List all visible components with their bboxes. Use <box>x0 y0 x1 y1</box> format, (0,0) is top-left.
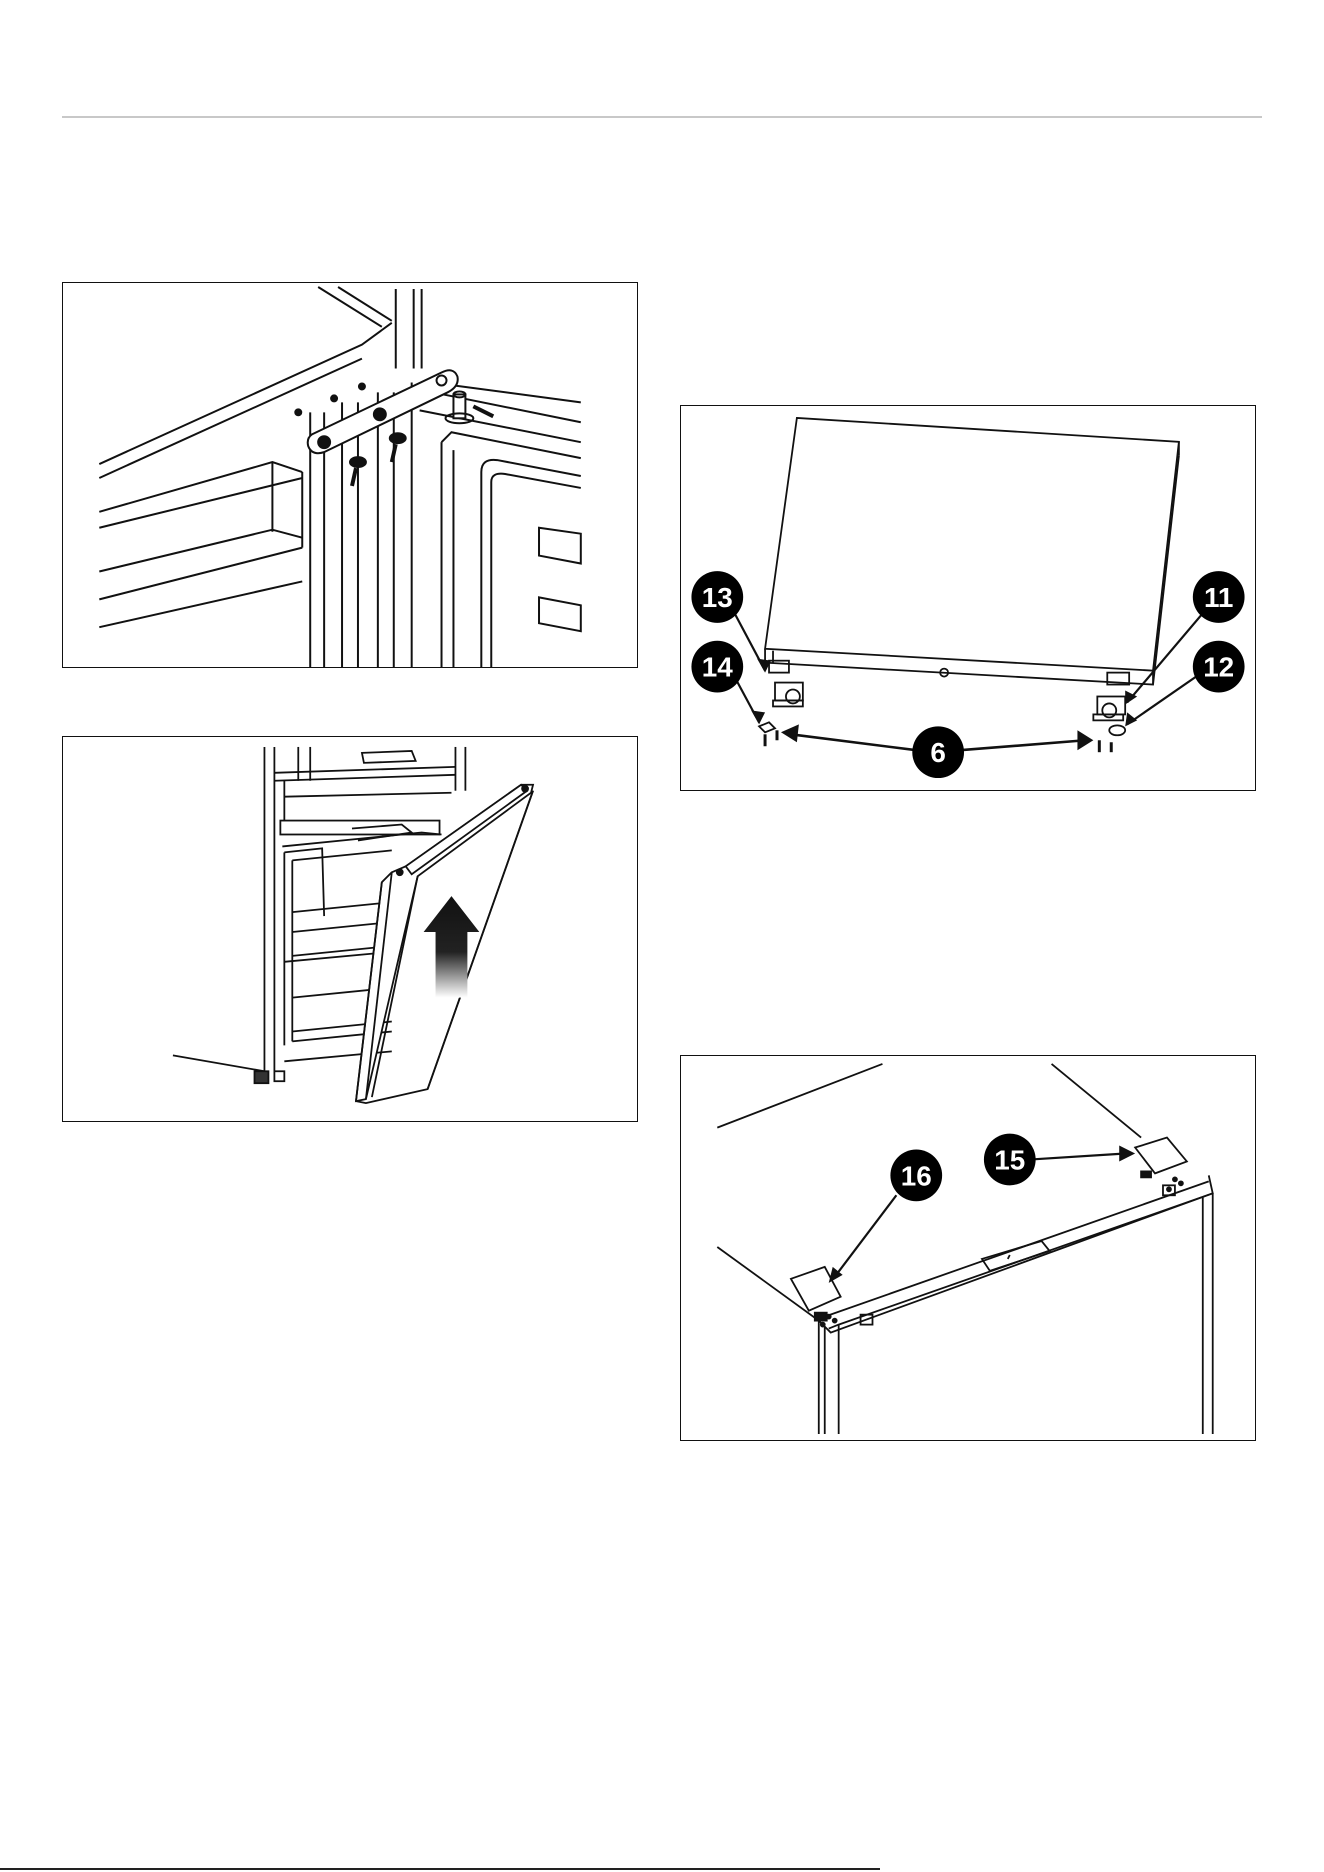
door-lift-illustration <box>63 737 637 1121</box>
callout-16: 16 <box>890 1150 942 1202</box>
callout-16-label: 16 <box>901 1160 932 1191</box>
callout-6: 6 <box>912 726 964 778</box>
callout-13-label: 13 <box>702 582 733 613</box>
callout-6-label: 6 <box>930 737 946 768</box>
figure-door-hinge-parts: 13 14 11 12 6 <box>680 405 1256 791</box>
footer-rule <box>0 1868 880 1870</box>
callout-14-label: 14 <box>702 652 733 683</box>
callout-11-label: 11 <box>1204 582 1233 613</box>
callout-12-label: 12 <box>1203 652 1234 683</box>
callout-15: 15 <box>984 1134 1036 1186</box>
header-rule <box>62 116 1262 118</box>
hinge-illustration <box>63 283 637 667</box>
callout-15-label: 15 <box>994 1144 1025 1175</box>
figure-hinge-removal <box>62 282 638 668</box>
figure-hinge-covers: 16 15 <box>680 1055 1256 1441</box>
cabinet-top-illustration: 16 15 <box>681 1056 1255 1440</box>
door-bottom-illustration: 13 14 11 12 6 <box>681 406 1255 790</box>
callout-14: 14 <box>691 641 743 693</box>
callout-12: 12 <box>1193 641 1245 693</box>
figure-door-lift <box>62 736 638 1122</box>
callout-13: 13 <box>691 571 743 623</box>
callout-11: 11 <box>1193 571 1245 623</box>
